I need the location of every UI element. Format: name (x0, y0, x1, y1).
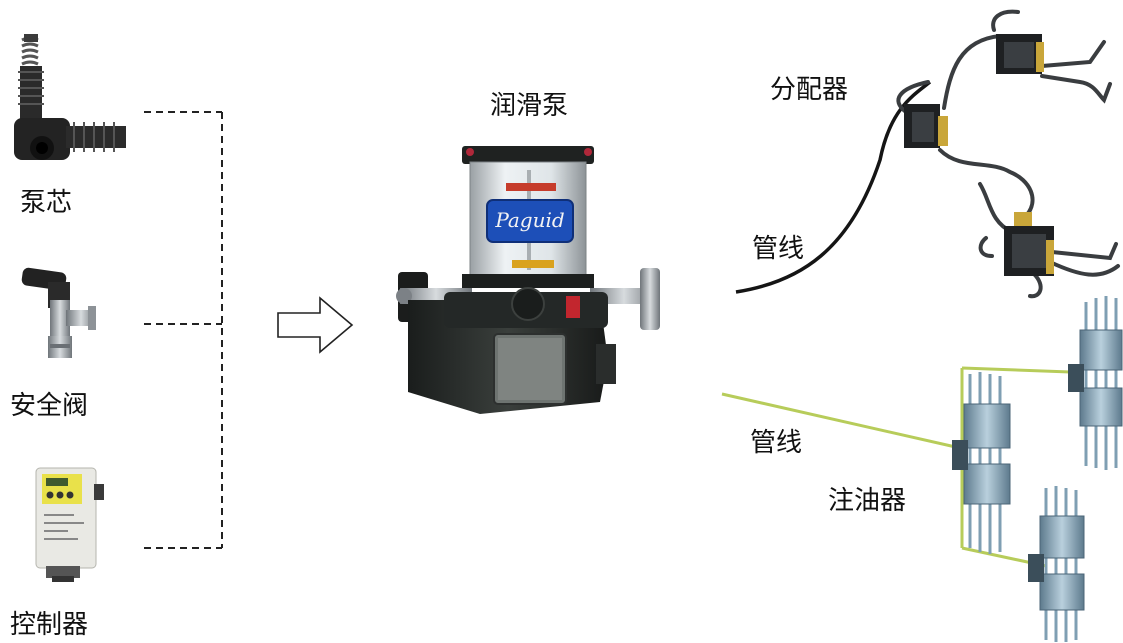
injector-label: 注油器 (828, 486, 907, 516)
pump-core-image (14, 34, 126, 160)
controller-image (35, 467, 104, 582)
pump-core-label: 泵芯 (20, 188, 73, 218)
brand-plate (486, 199, 574, 243)
flow-arrow-icon (277, 296, 354, 354)
brand-text: Paguid (494, 208, 564, 232)
lubrication-pump-label: 润滑泵 (490, 91, 569, 121)
controller-label: 控制器 (10, 610, 89, 640)
injector-pipe-network (721, 366, 1071, 568)
distributor-assembly-image (896, 9, 1120, 299)
pipe-upper-label: 管线 (752, 234, 805, 264)
pipe-lower-label: 管线 (750, 428, 803, 458)
lubrication-pump-image: Paguid (396, 146, 660, 414)
upper-pipe-line (735, 80, 932, 294)
safety-valve-label: 安全阀 (10, 391, 89, 421)
dashed-connector (144, 111, 223, 549)
safety-valve-image (21, 267, 96, 358)
distributor-label: 分配器 (770, 75, 849, 105)
injector-banks-image (952, 296, 1123, 642)
